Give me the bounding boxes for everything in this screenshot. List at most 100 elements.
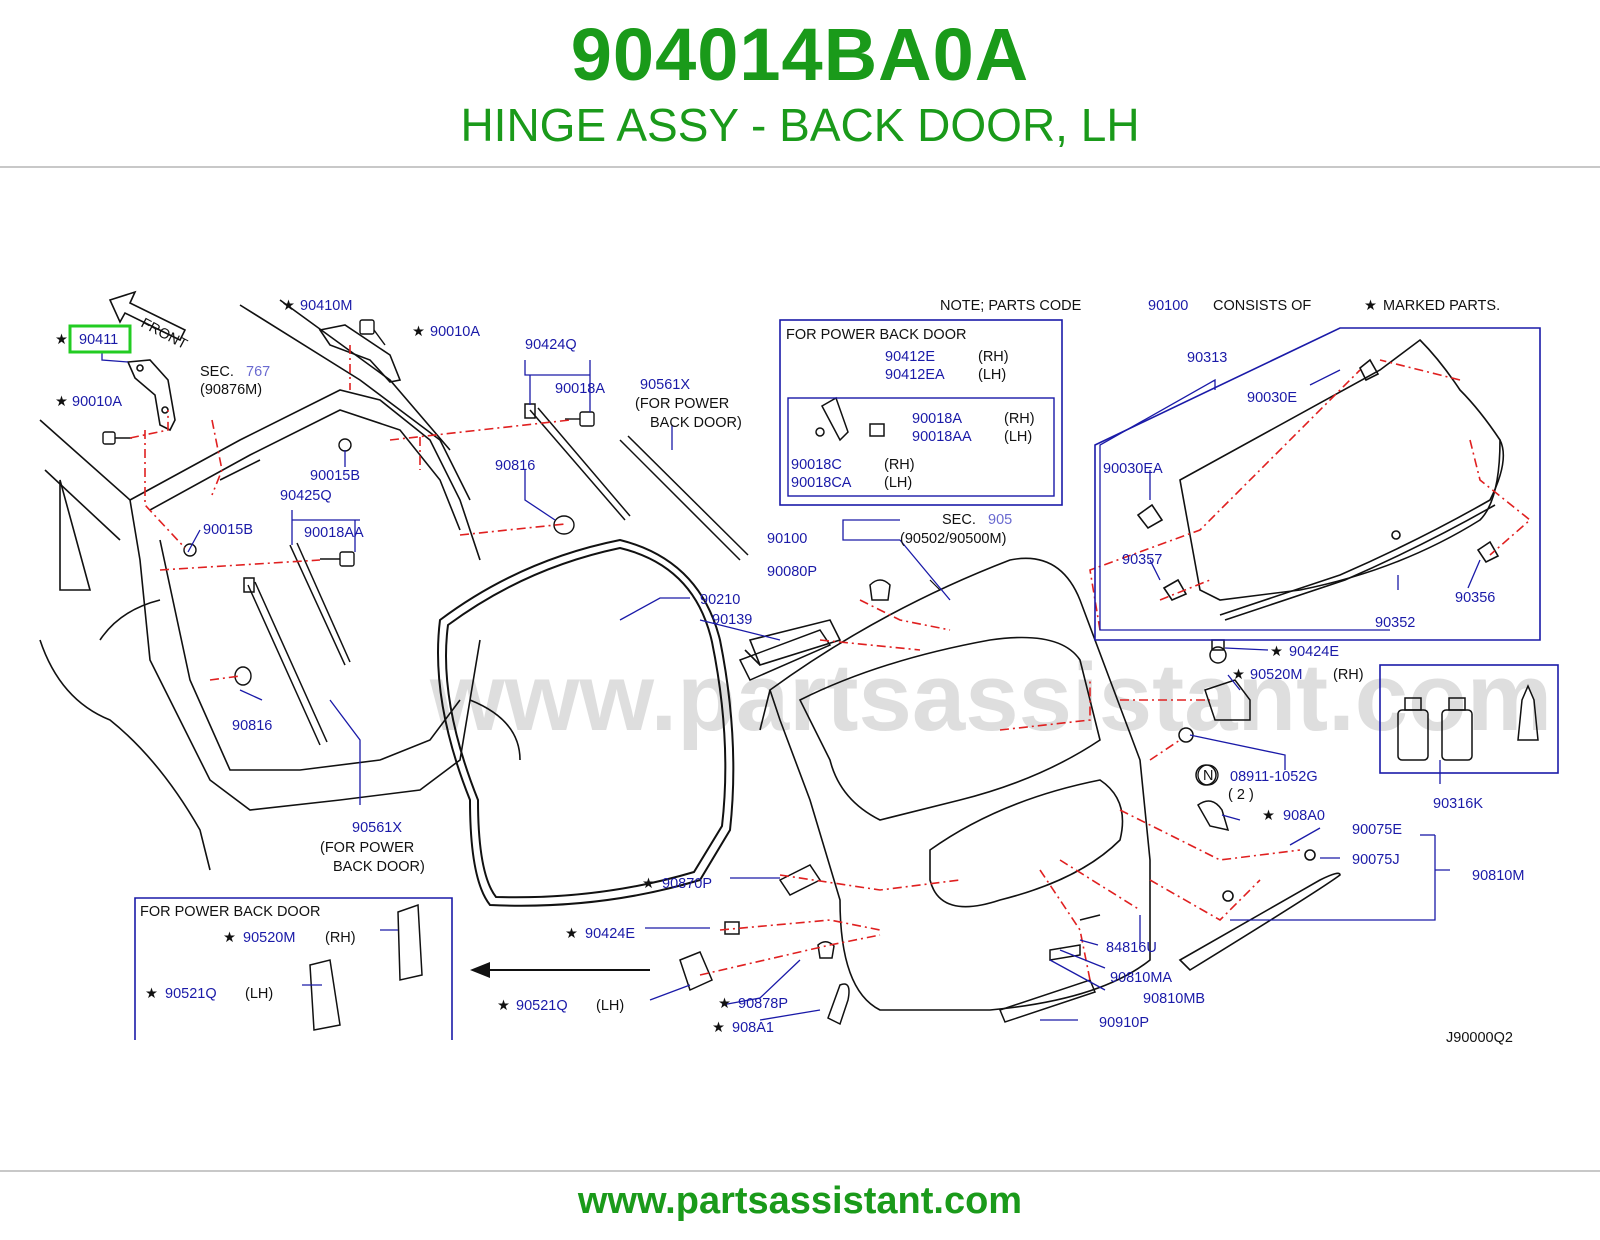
sec905-number[interactable]: 905 (988, 512, 1012, 528)
label-90520M-right[interactable]: 90520M (1250, 667, 1302, 683)
for-power-line1-b: (FOR POWER (320, 840, 414, 856)
note-code[interactable]: 90100 (1148, 298, 1188, 314)
label-84816U[interactable]: 84816U (1106, 940, 1157, 956)
spoiler-drawing (1136, 338, 1505, 621)
label-90100[interactable]: 90100 (767, 531, 807, 547)
weatherstrip-drawing (437, 538, 735, 907)
for-power-line2: BACK DOOR) (650, 415, 742, 431)
label-90878P[interactable]: 90878P (738, 996, 788, 1012)
sec767-ref: (90876M) (200, 382, 262, 398)
star-icon: ★ (412, 324, 425, 340)
label-90561X-top[interactable]: 90561X (640, 377, 690, 393)
label-908A1[interactable]: 908A1 (732, 1020, 774, 1036)
label-90816-right[interactable]: 90816 (495, 458, 535, 474)
label-90412EA[interactable]: 90412EA (885, 367, 945, 383)
label-90810MB[interactable]: 90810MB (1143, 991, 1205, 1007)
back-door-drawing (744, 557, 1151, 1011)
label-90810M[interactable]: 90810M (1472, 868, 1524, 884)
star-icon: ★ (145, 986, 158, 1002)
thin-black-leaders (929, 579, 941, 591)
power-door-box-bottom (134, 897, 453, 1040)
right-small-parts (679, 579, 1251, 1026)
fasteners-left (102, 319, 595, 686)
star-icon: ★ (565, 926, 578, 942)
label-08911-1052G[interactable]: 08911-1052G (1230, 769, 1318, 785)
header-divider (0, 166, 1600, 168)
label-90010A-left[interactable]: 90010A (72, 394, 122, 410)
label-90816-left[interactable]: 90816 (232, 718, 272, 734)
star-icon: ★ (718, 996, 731, 1012)
label-90316K[interactable]: 90316K (1433, 796, 1483, 812)
n-circle-icon (1197, 764, 1219, 786)
sealant-box (1379, 664, 1559, 774)
label-90030EA[interactable]: 90030EA (1103, 461, 1163, 477)
diagram-code: J90000Q2 (1446, 1030, 1513, 1046)
spoiler-group-box (1094, 327, 1541, 641)
label-90015B-upper[interactable]: 90015B (310, 468, 360, 484)
suffix-rh: (RH) (325, 930, 356, 946)
label-90018CA[interactable]: 90018CA (791, 475, 852, 491)
label-90018AA-box[interactable]: 90018AA (912, 429, 972, 445)
label-90810MA[interactable]: 90810MA (1110, 970, 1172, 986)
star-icon: ★ (1262, 808, 1275, 824)
label-90018C[interactable]: 90018C (791, 457, 842, 473)
label-90018A-box[interactable]: 90018A (912, 411, 962, 427)
label-90357[interactable]: 90357 (1122, 552, 1162, 568)
struts-drawing (243, 403, 749, 746)
label-90520M-box[interactable]: 90520M (243, 930, 295, 946)
label-90411[interactable]: 90411 (79, 332, 118, 348)
label-90075J[interactable]: 90075J (1352, 852, 1400, 868)
label-90210[interactable]: 90210 (700, 592, 740, 608)
label-90424Q[interactable]: 90424Q (525, 337, 577, 353)
suffix-rh: (RH) (1004, 411, 1035, 427)
label-90412E[interactable]: 90412E (885, 349, 935, 365)
highlight-90411[interactable] (68, 324, 132, 354)
label-90521Q-bottom[interactable]: 90521Q (516, 998, 568, 1014)
front-label: FRONT (138, 315, 190, 353)
label-90010A-top[interactable]: 90010A (430, 324, 480, 340)
label-leaders (101, 352, 1481, 1021)
star-icon: ★ (1232, 667, 1245, 683)
label-90080P[interactable]: 90080P (767, 564, 817, 580)
label-90424E-right[interactable]: 90424E (1289, 644, 1339, 660)
power-box-top-title: FOR POWER BACK DOOR (786, 327, 966, 343)
label-90075E[interactable]: 90075E (1352, 822, 1402, 838)
label-90139[interactable]: 90139 (712, 612, 752, 628)
power-door-box-top (779, 319, 1063, 506)
star-icon: ★ (642, 876, 655, 892)
part-description: HINGE ASSY - BACK DOOR, LH (460, 99, 1140, 151)
sec767-number[interactable]: 767 (246, 364, 270, 380)
label-90561X-bottom[interactable]: 90561X (352, 820, 402, 836)
arrow-to-power-box (470, 962, 650, 978)
suffix-lh: (LH) (1004, 429, 1032, 445)
label-90030E[interactable]: 90030E (1247, 390, 1297, 406)
star-icon: ★ (712, 1020, 725, 1036)
star-icon: ★ (1364, 298, 1377, 314)
footer-url[interactable]: www.partsassistant.com (577, 1180, 1023, 1222)
label-90356[interactable]: 90356 (1455, 590, 1495, 606)
label-90425Q[interactable]: 90425Q (280, 488, 332, 504)
label-90424E-left[interactable]: 90424E (585, 926, 635, 942)
star-icon: ★ (223, 930, 236, 946)
finisher-drawing (998, 914, 1101, 1023)
label-90352[interactable]: 90352 (1375, 615, 1415, 631)
star-icon: ★ (1270, 644, 1283, 660)
suffix-lh: (LH) (245, 986, 273, 1002)
label-90870P[interactable]: 90870P (662, 876, 712, 892)
for-power-line2-b: BACK DOOR) (333, 859, 425, 875)
watermark-text: www.partsassistant.com (429, 644, 1552, 751)
label-90018A[interactable]: 90018A (555, 381, 605, 397)
sec905-ref: (90502/90500M) (900, 531, 1006, 547)
star-icon: ★ (55, 332, 68, 348)
label-90910P[interactable]: 90910P (1099, 1015, 1149, 1031)
label-90015B-lower[interactable]: 90015B (203, 522, 253, 538)
hinge-lh-drawing (126, 324, 402, 432)
sealant-bottles (1397, 684, 1539, 761)
label-90018AA[interactable]: 90018AA (304, 525, 364, 541)
label-90521Q-box[interactable]: 90521Q (165, 986, 217, 1002)
callout-leaders (129, 345, 1532, 981)
label-90410M[interactable]: 90410M (300, 298, 352, 314)
label-90313[interactable]: 90313 (1187, 350, 1227, 366)
label-908A0[interactable]: 908A0 (1283, 808, 1325, 824)
footer-divider (0, 1170, 1600, 1172)
